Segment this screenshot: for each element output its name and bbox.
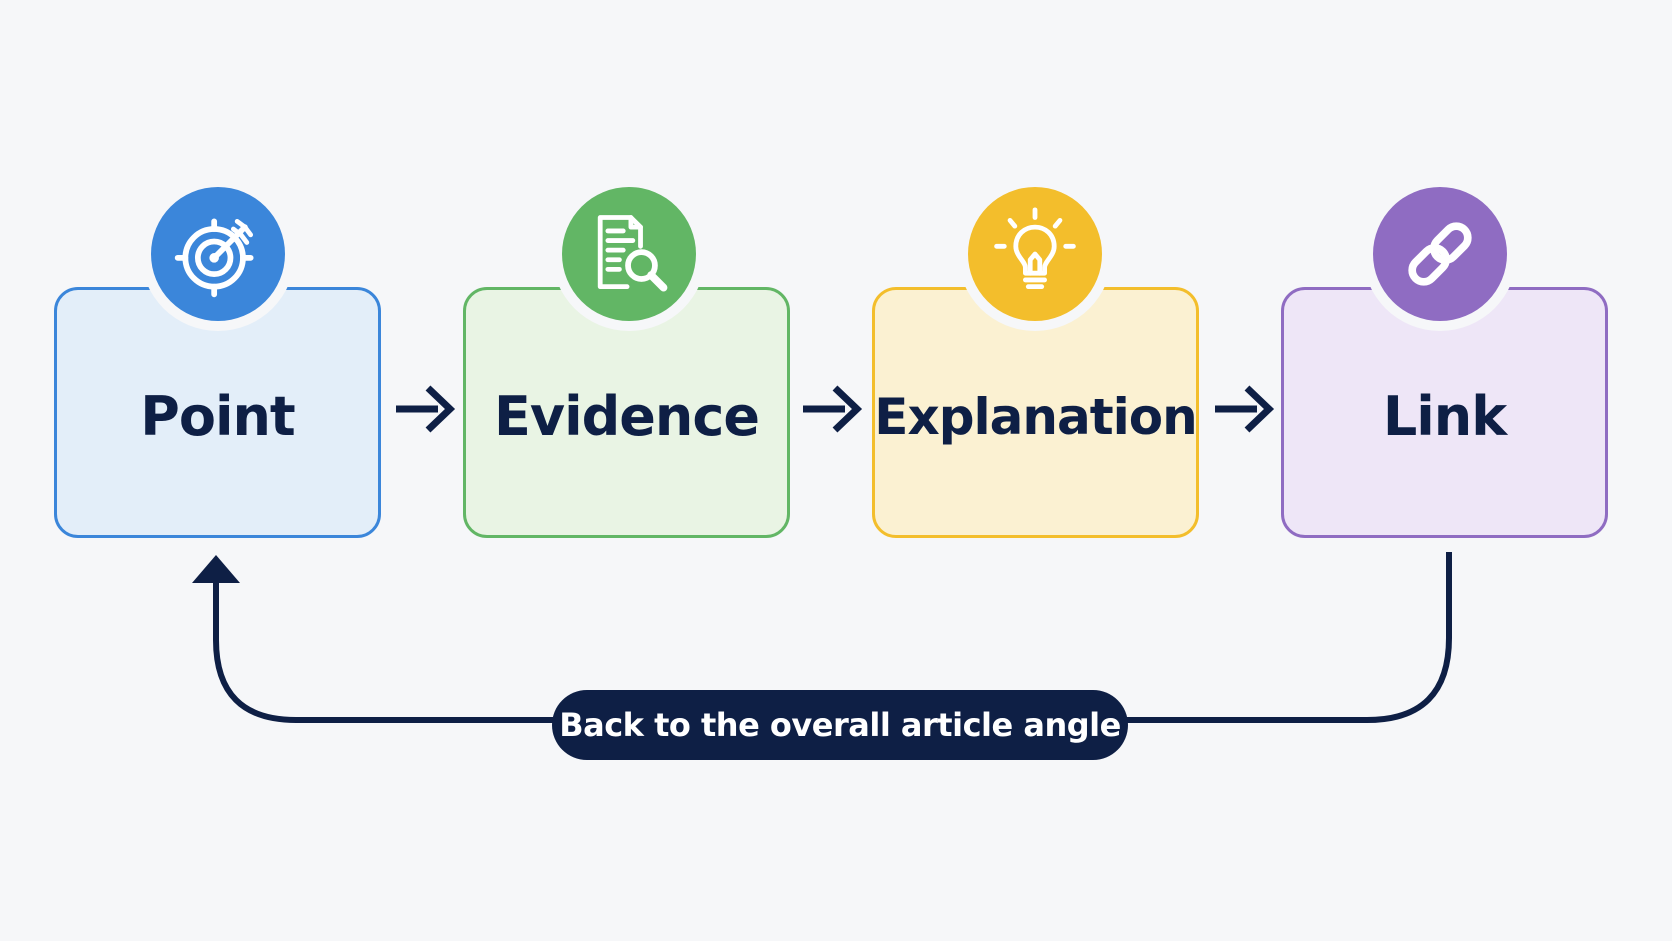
- feedback-label-pill: Back to the overall article angle: [552, 690, 1128, 760]
- arrow-evidence-to-explanation: [803, 385, 863, 433]
- step-link-label: Link: [1382, 385, 1507, 448]
- target-icon: [174, 218, 254, 298]
- step-evidence-box: Evidence: [463, 287, 790, 538]
- step-explanation-box: Explanation: [872, 287, 1199, 538]
- lightbulb-icon: [994, 207, 1076, 290]
- chain-link-icon: [1408, 222, 1472, 286]
- feedback-label: Back to the overall article angle: [559, 706, 1121, 744]
- feedback-loop-arrowhead: [192, 555, 240, 583]
- step-explanation-label: Explanation: [874, 387, 1197, 446]
- step-evidence-label: Evidence: [494, 385, 760, 448]
- step-evidence-badge: [562, 187, 696, 321]
- step-point-label: Point: [140, 385, 295, 448]
- document-search-icon: [597, 215, 668, 292]
- arrow-point-to-evidence: [396, 385, 456, 433]
- step-point-box: Point: [54, 287, 381, 538]
- step-explanation-badge: [968, 187, 1102, 321]
- step-link-box: Link: [1281, 287, 1608, 538]
- step-point-badge: [151, 187, 285, 321]
- step-link-badge: [1373, 187, 1507, 321]
- arrow-explanation-to-link: [1215, 385, 1275, 433]
